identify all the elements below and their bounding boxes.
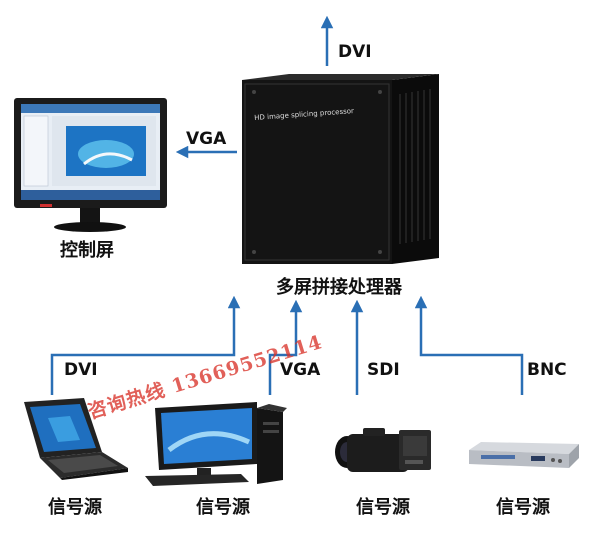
source-4-arrow	[414, 295, 524, 395]
processor-label: 多屏拼接处理器	[276, 277, 402, 298]
source-1-link-label: DVI	[64, 360, 98, 380]
source-2-arrow	[268, 299, 303, 395]
vga-control-label: VGA	[186, 129, 227, 149]
camcorder-icon	[335, 428, 431, 472]
laptop-icon	[24, 398, 128, 480]
monitor-icon	[14, 98, 167, 232]
source-2-label: 信号源	[196, 497, 250, 518]
desktop-computer-icon	[145, 402, 287, 486]
source-1-label: 信号源	[48, 497, 102, 518]
source-1-device	[18, 398, 130, 480]
source-3-link-label: SDI	[367, 360, 400, 380]
source-3-device	[333, 424, 433, 480]
source-1-arrow	[50, 295, 241, 395]
source-2-link-label: VGA	[280, 360, 321, 380]
splicing-processor: HD image splicing processor	[242, 74, 439, 264]
source-2-device	[145, 402, 287, 486]
source-3-label: 信号源	[356, 497, 410, 518]
control-screen-label: 控制屏	[60, 240, 114, 261]
source-4-link-label: BNC	[527, 360, 567, 380]
source-4-label: 信号源	[496, 497, 550, 518]
dvd-player-icon	[469, 442, 579, 468]
control-monitor	[14, 98, 167, 232]
source-4-device	[469, 440, 579, 472]
output-label: DVI	[338, 42, 372, 62]
processor-icon	[242, 74, 439, 264]
